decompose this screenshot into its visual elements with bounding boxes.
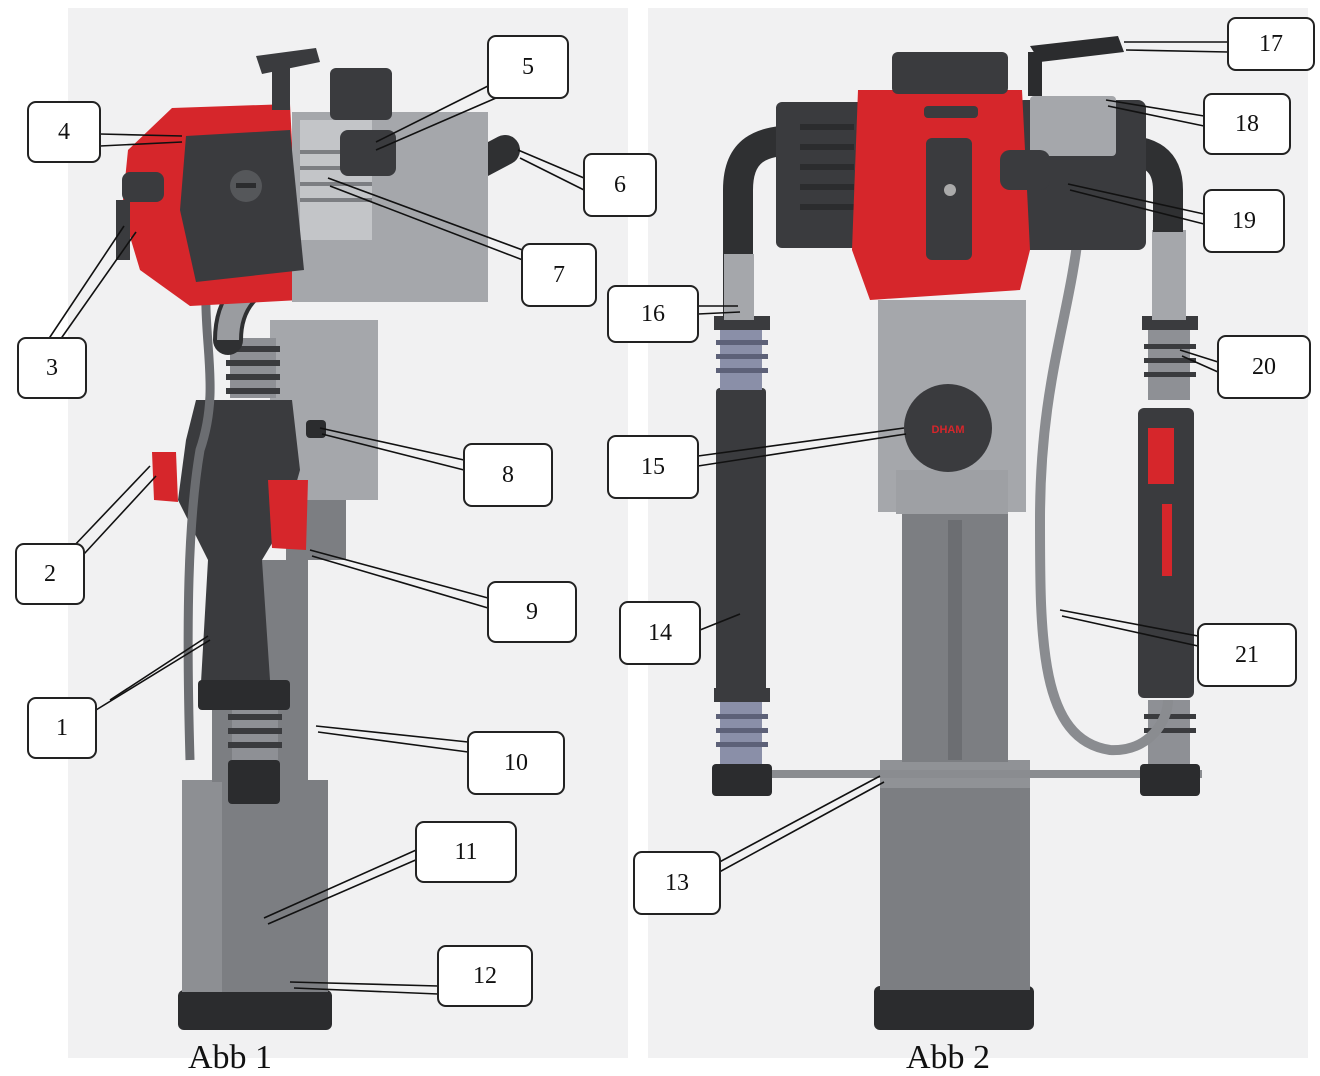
svg-text:20: 20 [1252, 354, 1276, 380]
callout-20: 20 [1217, 335, 1311, 399]
svg-text:11: 11 [454, 839, 477, 865]
right-spring-upper-2 [1142, 316, 1198, 400]
svg-text:12: 12 [473, 963, 497, 989]
callout-1: 1 [27, 697, 97, 759]
callout-9: 9 [487, 581, 577, 643]
choke-lever-1 [122, 172, 164, 202]
svg-text:16: 16 [641, 301, 665, 327]
svg-text:2: 2 [44, 561, 56, 587]
svg-text:17: 17 [1259, 31, 1283, 57]
svg-text:3: 3 [46, 355, 58, 381]
choke-knob-2 [1000, 150, 1050, 190]
svg-text:1: 1 [56, 715, 68, 741]
throttle-cable-2 [1034, 219, 1173, 756]
throttle-lever-2 [1162, 504, 1172, 576]
grease-cap-2 [904, 384, 992, 472]
callout-12: 12 [437, 945, 533, 1007]
callout-13: 13 [633, 851, 721, 915]
callout-10: 10 [467, 731, 565, 795]
left-spring-upper-2 [714, 316, 770, 390]
left-spring-lower-2 [712, 688, 772, 796]
svg-text:13: 13 [665, 870, 689, 896]
fuel-tank-top-2 [892, 52, 1008, 94]
cylinder-2 [880, 760, 1030, 990]
callout-19: 19 [1203, 189, 1285, 253]
callout-5: 5 [487, 35, 569, 99]
spring-lower-1 [228, 706, 282, 804]
callout-4: 4 [27, 101, 101, 163]
throttle-trigger-1 [268, 480, 308, 550]
figure-1-caption: Abb 1 [188, 1039, 272, 1076]
svg-text:8: 8 [502, 462, 514, 488]
rear-handle-1 [178, 400, 300, 700]
svg-text:7: 7 [553, 262, 565, 288]
figure-2-machine: DHAM [712, 36, 1202, 1030]
trigger-2 [1148, 428, 1174, 484]
svg-text:4: 4 [58, 119, 70, 145]
svg-text:9: 9 [526, 599, 538, 625]
leader-lines [47, 41, 1229, 995]
callout-14: 14 [619, 601, 701, 665]
svg-text:15: 15 [641, 454, 665, 480]
svg-text:14: 14 [648, 620, 672, 646]
air-filter-cover-1 [180, 130, 304, 282]
callout-7: 7 [521, 243, 597, 307]
svg-text:18: 18 [1235, 111, 1259, 137]
foot-ring-1 [178, 990, 332, 1030]
svg-text:6: 6 [614, 172, 626, 198]
start-handle-2 [1030, 36, 1124, 62]
callout-18: 18 [1203, 93, 1291, 155]
foot-ring-2 [874, 986, 1034, 1030]
callout-21: 21 [1197, 623, 1297, 687]
callout-2: 2 [15, 543, 85, 605]
callout-16: 16 [607, 285, 699, 343]
svg-text:5: 5 [522, 54, 534, 80]
figure-2-caption: Abb 2 [906, 1039, 990, 1076]
callout-17: 17 [1227, 17, 1315, 71]
grease-cap-logo: DHAM [932, 424, 965, 436]
spark-plug-boot-1 [340, 130, 396, 176]
stop-switch-1 [152, 452, 178, 502]
primer-panel-2 [926, 138, 972, 260]
svg-text:10: 10 [504, 750, 528, 776]
cross-bar-2 [712, 770, 1202, 778]
fuel-tank-cap-1 [330, 68, 392, 120]
left-grip-2 [716, 388, 766, 700]
callout-6: 6 [583, 153, 657, 217]
svg-text:21: 21 [1235, 642, 1259, 668]
callout-8: 8 [463, 443, 553, 507]
callout-11: 11 [415, 821, 517, 883]
callout-15: 15 [607, 435, 699, 499]
cooling-fins-2 [776, 102, 876, 248]
svg-text:19: 19 [1232, 208, 1256, 234]
callout-3: 3 [17, 337, 87, 399]
